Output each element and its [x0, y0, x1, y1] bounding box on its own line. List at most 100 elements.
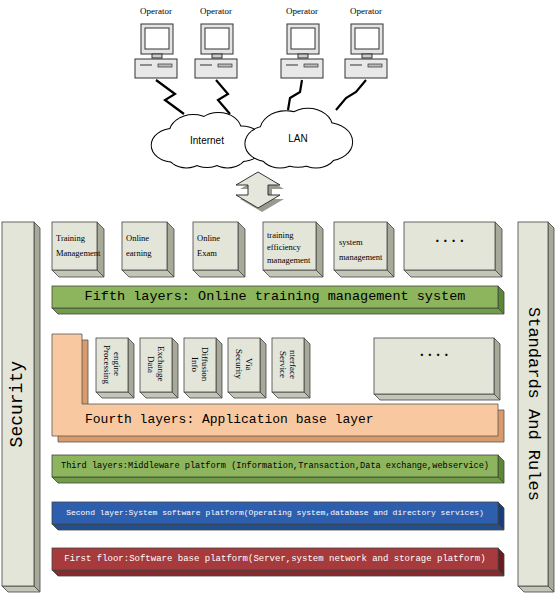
module-box: Online earning [122, 222, 174, 277]
pc-case [281, 59, 323, 78]
operator-computer: Operator [192, 6, 240, 80]
text-area: Operator [192, 6, 240, 20]
layer-bar: First floor:Software base platform(Serve… [52, 548, 504, 576]
node-label: Data Exchange [146, 343, 167, 385]
component-box: Security Via [228, 338, 266, 398]
drive-bay [304, 64, 318, 67]
cloud-fill [245, 109, 352, 168]
box-side [172, 338, 178, 398]
text-area: Fifth layers: Online training management… [52, 286, 498, 308]
box-front [404, 222, 495, 270]
box-bottom [228, 392, 266, 398]
module-box: system management [334, 222, 394, 277]
monitor-stand [212, 54, 222, 58]
box-side [495, 222, 502, 277]
text-area: Fourth layers: Application base layer [82, 404, 498, 436]
shape-outline [374, 338, 500, 400]
panel-front [52, 334, 498, 436]
node-label: · · · · [435, 230, 464, 255]
box-side [548, 222, 554, 592]
text-area: · · · · [374, 338, 494, 394]
node-label: Online Exam [197, 231, 235, 261]
text-area: · · · · [404, 222, 495, 270]
drive-slot [200, 65, 212, 66]
screen [145, 28, 169, 49]
component-box: · · · · [374, 338, 500, 400]
monitor-stand [152, 54, 162, 58]
text-area: Service nterface [272, 338, 304, 392]
box-bottom [184, 392, 222, 398]
lightning-link [288, 80, 302, 110]
node-label: First floor:Software base platform(Serve… [64, 554, 485, 565]
box-bottom [2, 586, 40, 592]
component-box: Data Exchange [140, 338, 178, 398]
cloud-outline [245, 109, 352, 168]
text-area: training efficiency management [263, 222, 316, 270]
shape-outline [192, 6, 240, 80]
box-front [263, 222, 316, 270]
box-front [96, 338, 128, 392]
network-cloud: LAN [248, 110, 348, 168]
text-area: Security [2, 222, 34, 586]
node-label: · · · · [419, 348, 448, 365]
module-box: training efficiency management [263, 222, 323, 277]
box-bottom [272, 392, 310, 398]
shape-outline [342, 6, 390, 80]
node-label: training efficiency management [267, 229, 313, 266]
node-label: Operator [350, 6, 382, 17]
monitor-stand [362, 54, 372, 58]
node-label: Third layers:Middleware platform (Inform… [61, 461, 489, 471]
node-label: Online earning [126, 231, 164, 261]
node-label: Operator [286, 6, 318, 17]
box-front [140, 338, 172, 392]
box-front [52, 222, 97, 270]
text-area: Operator [342, 6, 390, 20]
node-label: Fifth layers: Online training management… [85, 289, 466, 305]
node-label: Operator [140, 6, 172, 17]
side-band: Security [2, 222, 40, 592]
box-bottom [52, 270, 104, 277]
box-side [260, 338, 266, 398]
box-side [216, 338, 222, 398]
pc-case [345, 59, 387, 78]
node-label: Security [7, 361, 29, 447]
box-front [122, 222, 167, 270]
module-box: Online Exam [193, 222, 245, 277]
node-label: LAN [288, 133, 307, 145]
monitor [201, 24, 233, 54]
screen [355, 28, 379, 49]
monitor [141, 24, 173, 54]
box-side [34, 222, 40, 592]
box-bottom [140, 392, 178, 398]
box-side [167, 222, 174, 277]
text-area: Operator [132, 6, 180, 20]
box-front [52, 548, 498, 570]
node-label: Processing engine [102, 343, 123, 385]
box-front [272, 338, 304, 392]
text-area: Standards And Rules [518, 222, 548, 586]
box-bottom [52, 524, 504, 530]
text-area: Online Exam [193, 222, 238, 270]
lightning-link [156, 80, 184, 114]
side-band: Standards And Rules [518, 222, 554, 592]
text-area: Operator [278, 6, 326, 20]
node-label: Second layer:System software platform(Op… [66, 508, 484, 518]
text-area: Info Diffusion [184, 338, 216, 392]
text-area: Security Via [228, 338, 260, 392]
drive-bay [368, 64, 382, 67]
lightning-link [336, 80, 366, 110]
box-bottom [96, 392, 134, 398]
text-area: Data Exchange [140, 338, 172, 392]
box-bottom [122, 270, 174, 277]
component-box: Processing engine [96, 338, 134, 398]
drive-bay [218, 64, 232, 67]
module-box: · · · · [404, 222, 502, 277]
box-side [238, 222, 245, 277]
box-bottom [52, 477, 504, 483]
text-area: system management [334, 222, 387, 270]
lightning-link [216, 80, 230, 114]
drive-slot [350, 65, 362, 66]
node-label: Fourth layers: Application base layer [85, 412, 374, 428]
box-bottom [52, 308, 504, 314]
node-label: Internet [190, 135, 224, 147]
